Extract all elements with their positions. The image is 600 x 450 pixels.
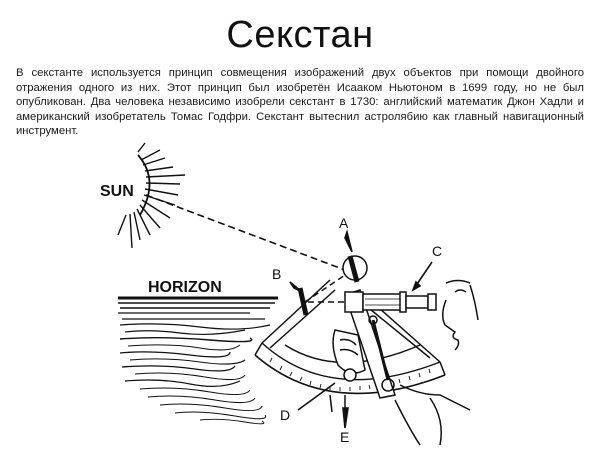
sea-waves-illustration xyxy=(118,296,278,425)
horizon-label: HORIZON xyxy=(148,279,222,296)
description-paragraph: В секстанте используется принцип совмеще… xyxy=(16,67,584,138)
label-e: E xyxy=(340,429,349,445)
sun-label: SUN xyxy=(100,183,134,200)
page-title: Секстан xyxy=(226,14,374,56)
navigator-face-illustration xyxy=(442,279,479,351)
label-d: D xyxy=(280,407,290,423)
sun-icon xyxy=(117,142,186,249)
pointer-a xyxy=(344,229,353,253)
pointer-c-head xyxy=(411,280,422,292)
sun-ray-line xyxy=(145,194,346,271)
label-a: A xyxy=(339,215,349,231)
label-c: C xyxy=(432,243,442,259)
sextant-illustration xyxy=(254,255,471,446)
pointer-e xyxy=(342,407,349,429)
label-b: B xyxy=(272,266,281,282)
pointer-d xyxy=(297,382,336,411)
pointer-b xyxy=(289,281,303,293)
horizon-ray-line xyxy=(304,274,346,303)
